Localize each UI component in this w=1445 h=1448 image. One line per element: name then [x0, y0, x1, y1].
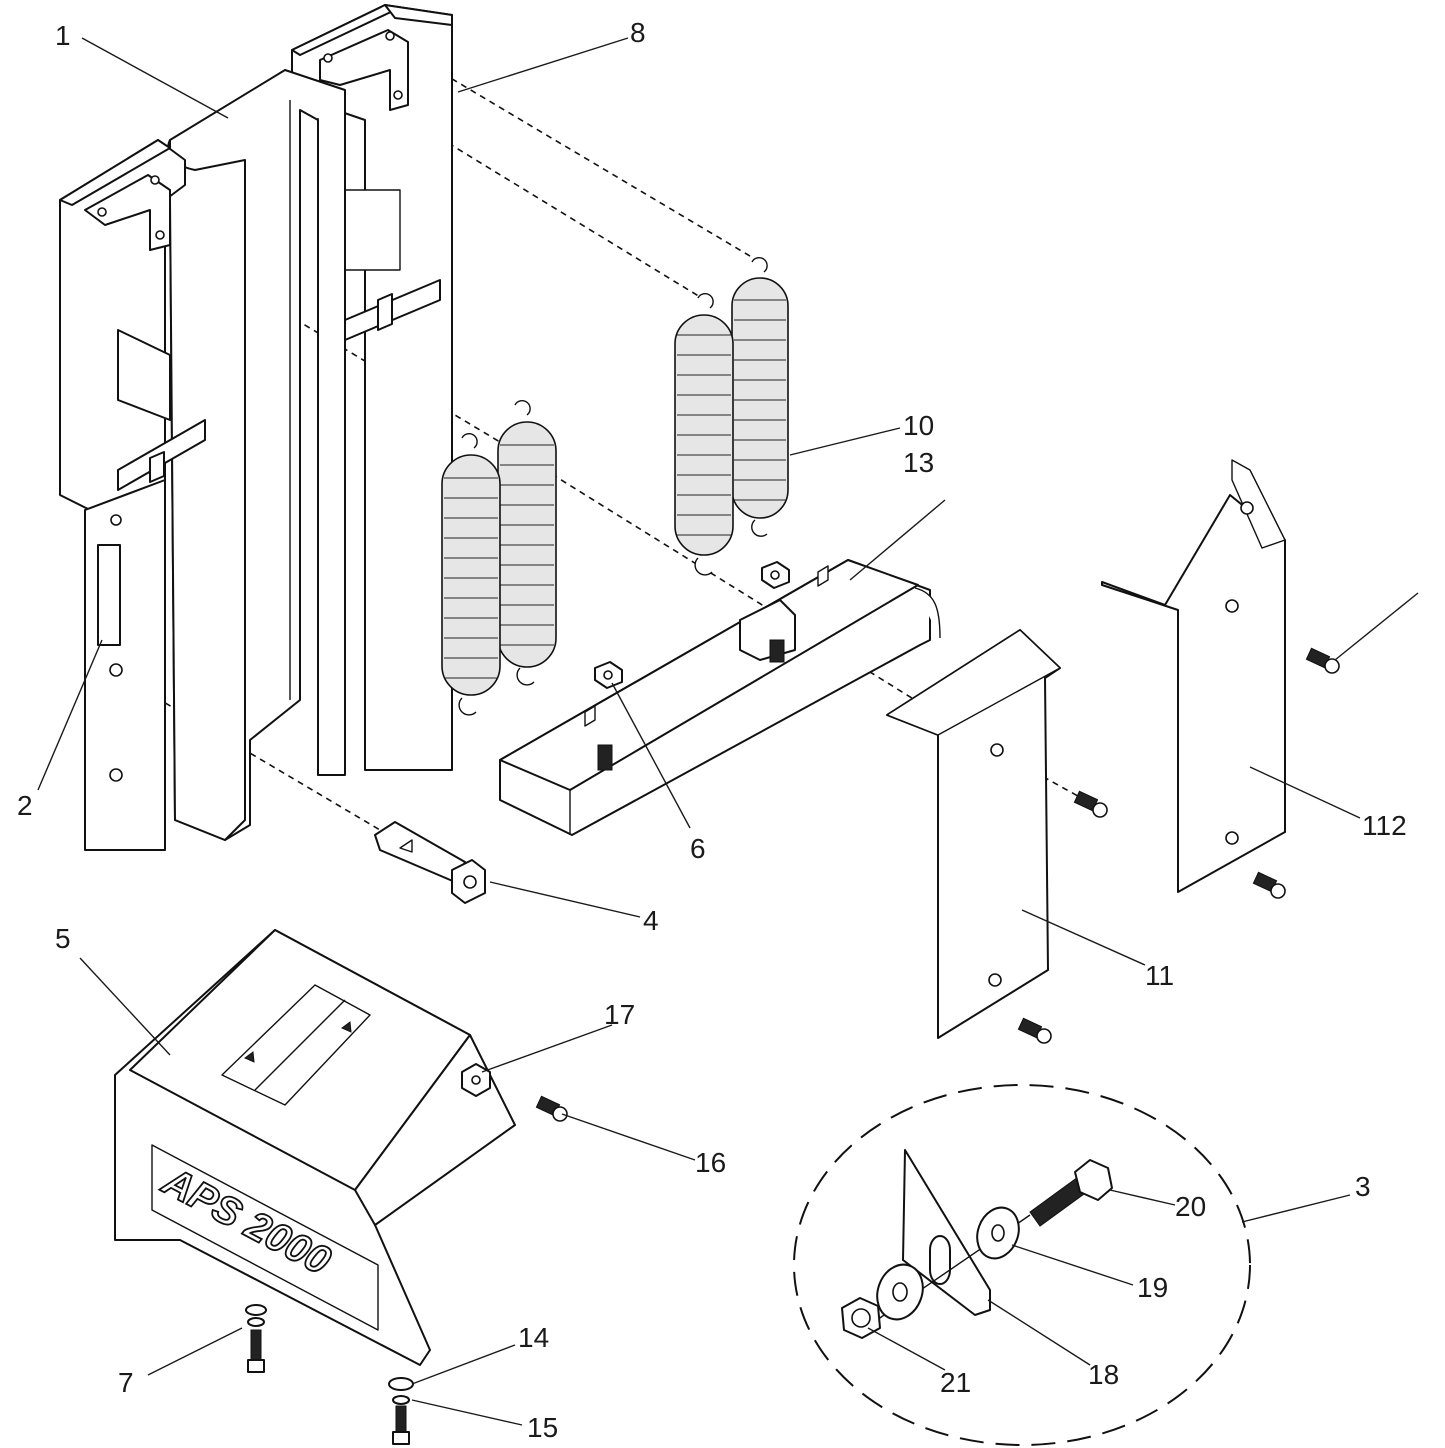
callout-13: 13 — [903, 447, 934, 478]
callout-20: 20 — [1175, 1191, 1206, 1222]
callout-10: 10 — [903, 410, 934, 441]
callout-3: 3 — [1355, 1171, 1371, 1202]
callout-1: 1 — [55, 20, 71, 51]
tension-springs — [441, 256, 789, 716]
callout-18: 18 — [1088, 1359, 1119, 1390]
spring-mounting-bar — [499, 559, 941, 836]
flat-head-screw — [1305, 647, 1340, 674]
cover-bolts — [245, 1304, 414, 1445]
callout-6: 6 — [690, 833, 706, 864]
washer — [876, 1263, 924, 1321]
spring — [731, 256, 789, 537]
spring — [441, 432, 501, 716]
flat-head-screw — [1252, 871, 1286, 899]
callout-11: 11 — [1145, 960, 1174, 991]
wall-bracket-112 — [1101, 459, 1286, 893]
wall-bracket-11 — [886, 629, 1061, 1039]
callout-4: 4 — [643, 905, 659, 936]
spring — [674, 292, 734, 576]
bolt-20 — [1029, 1159, 1113, 1227]
flat-head-screw-16 — [535, 1095, 568, 1122]
anchor-bolt — [374, 821, 486, 904]
callout-8: 8 — [630, 17, 646, 48]
washer-19 — [976, 1206, 1020, 1260]
screws — [535, 647, 1340, 1122]
callout-16: 16 — [695, 1147, 726, 1178]
callout-labels: 1 8 10 13 2 6 4 112 11 5 17 16 3 20 19 1… — [17, 17, 1407, 1443]
cover-housing: APS 2000 — [114, 929, 516, 1366]
spring — [497, 399, 557, 686]
callout-15: 15 — [527, 1412, 558, 1443]
hex-nut-21 — [841, 1297, 881, 1339]
detail-view-3 — [793, 1084, 1251, 1446]
flat-head-screw — [1073, 790, 1108, 818]
callout-2: 2 — [17, 790, 33, 821]
leader-lines — [37, 37, 1419, 1426]
callout-14: 14 — [518, 1322, 549, 1353]
flat-head-screw — [1017, 1017, 1052, 1044]
callout-112: 112 — [1362, 810, 1407, 841]
mounting-column-assembly — [59, 4, 453, 851]
callout-19: 19 — [1137, 1272, 1168, 1303]
callout-17: 17 — [604, 999, 635, 1030]
callout-7: 7 — [118, 1367, 134, 1398]
callout-5: 5 — [55, 923, 71, 954]
callout-21: 21 — [940, 1367, 971, 1398]
